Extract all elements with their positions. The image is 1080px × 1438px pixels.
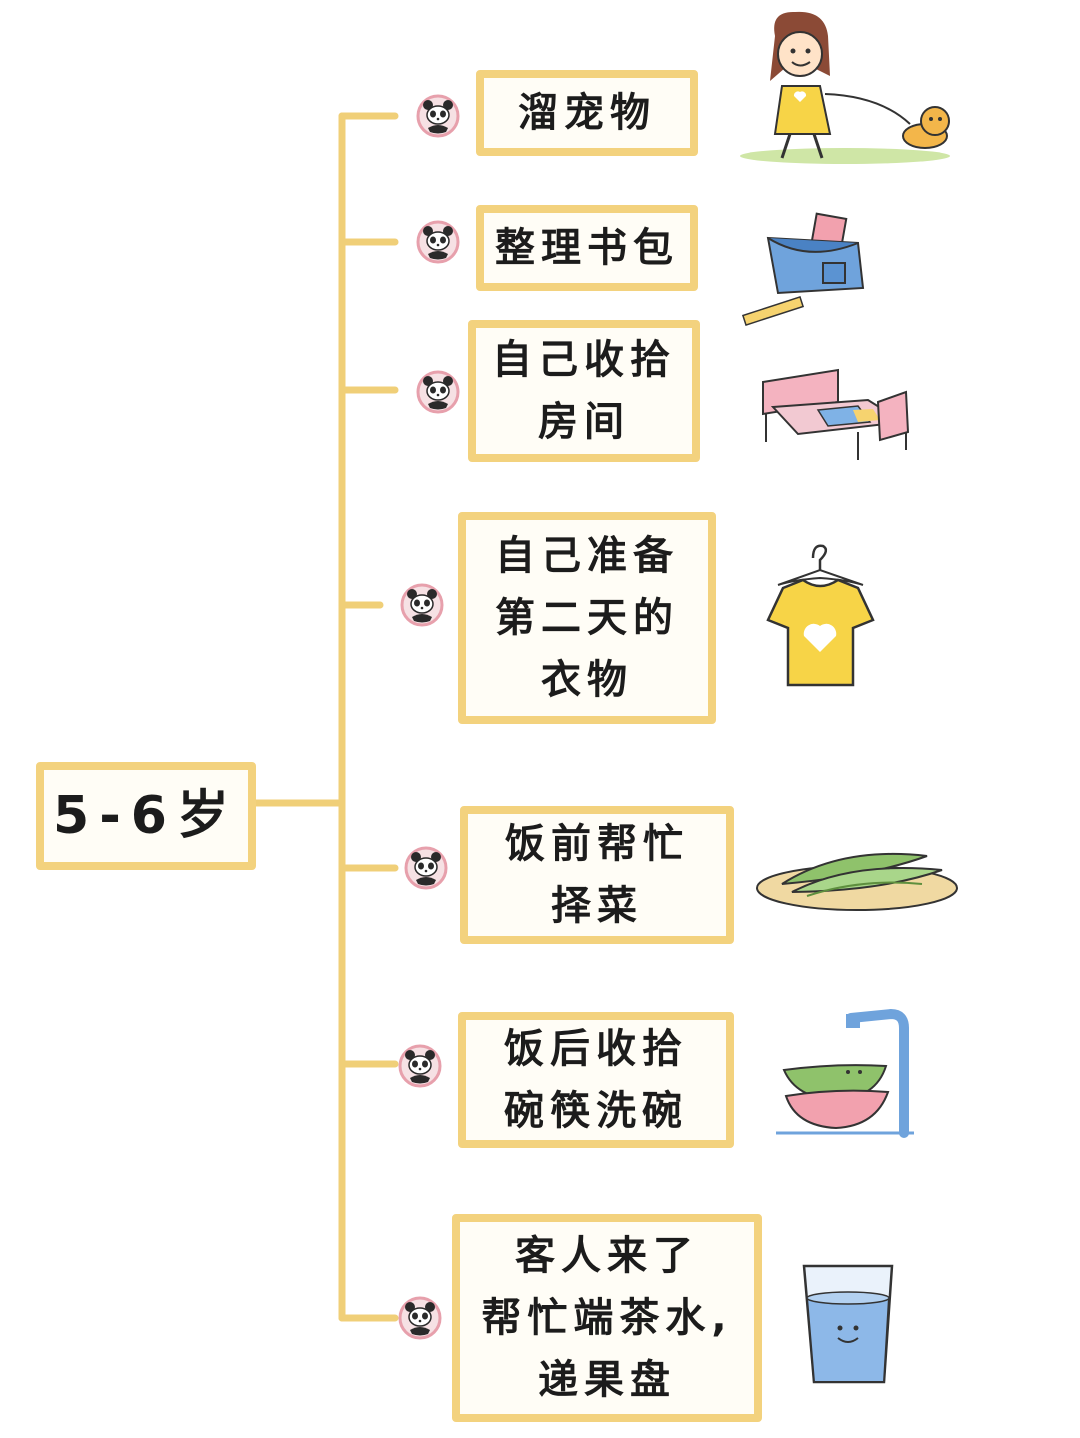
task-label: 自己收拾: [492, 337, 676, 383]
panda-icon: [398, 1296, 442, 1340]
panda-icon: [416, 370, 460, 414]
task-label: 整理书包: [495, 225, 679, 271]
task-node-pack-schoolbag: 整理书包: [476, 205, 698, 291]
task-label: 房间: [538, 399, 630, 445]
panda-icon: [404, 846, 448, 890]
panda-icon: [416, 94, 460, 138]
root-label: 5-6岁: [53, 786, 239, 846]
task-label: 择菜: [551, 883, 643, 929]
task-label: 饭后收拾: [504, 1026, 688, 1072]
task-node-walk-pet: 溜宠物: [476, 70, 698, 156]
panda-icon: [398, 1044, 442, 1088]
task-label: 溜宠物: [518, 90, 656, 136]
task-label: 递果盘: [538, 1357, 676, 1403]
tshirt-on-hanger-icon: [766, 544, 875, 687]
bowls-under-faucet-icon: [776, 1008, 914, 1138]
schoolbag-icon: [741, 212, 865, 326]
task-label: 饭前帮忙: [505, 821, 689, 867]
task-node-pick-vegetables: 饭前帮忙 择菜: [460, 806, 734, 944]
task-label: 衣物: [541, 657, 633, 703]
task-node-prepare-clothes: 自己准备 第二天的 衣物: [458, 512, 716, 724]
glass-of-water-icon: [802, 1264, 894, 1384]
vegetables-icon: [756, 852, 958, 911]
task-label: 碗筷洗碗: [504, 1088, 688, 1134]
task-label: 帮忙端茶水,: [481, 1295, 733, 1341]
panda-icon: [416, 220, 460, 264]
girl-walking-dog-icon: [740, 11, 950, 164]
task-label: 客人来了: [515, 1233, 699, 1279]
panda-icon: [400, 583, 444, 627]
task-label: 自己准备: [495, 533, 679, 579]
task-node-wash-dishes: 饭后收拾 碗筷洗碗: [458, 1012, 734, 1148]
task-node-serve-guests: 客人来了 帮忙端茶水, 递果盘: [452, 1214, 762, 1422]
root-node: 5-6岁: [36, 762, 256, 870]
task-node-tidy-room: 自己收拾 房间: [468, 320, 700, 462]
bed-icon: [762, 368, 910, 460]
task-label: 第二天的: [495, 595, 679, 641]
